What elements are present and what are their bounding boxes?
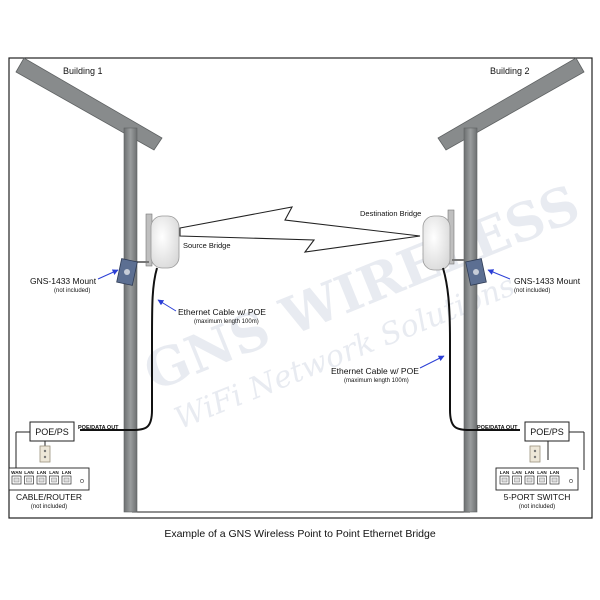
left-cable-label: Ethernet Cable w/ POE	[178, 307, 266, 317]
switch-port-label: LAN	[537, 470, 547, 475]
diagram-caption: Example of a GNS Wireless Point to Point…	[164, 528, 436, 540]
switch-port-1: LAN	[512, 470, 522, 485]
switch-port-0: LAN	[499, 470, 510, 485]
building-1-label: Building 1	[63, 66, 103, 76]
left-ethernet-cable	[80, 267, 158, 431]
right-cable-note: (maximum length 100m)	[344, 378, 409, 384]
building-2-label: Building 2	[490, 66, 530, 76]
router-box	[8, 467, 90, 491]
building-2-wall	[463, 127, 478, 513]
right-mount-icon	[465, 258, 487, 286]
left-mount-note: (not included)	[54, 288, 90, 294]
router-port-1: LAN	[24, 470, 34, 485]
destination-bridge-antenna	[422, 215, 451, 271]
left-poe-injector: POE/PS POE/DATA OUT	[15, 421, 119, 470]
right-cable-label: Ethernet Cable w/ POE	[331, 366, 419, 376]
right-cable-arrow	[419, 355, 445, 369]
source-bridge: Source Bridge	[137, 213, 231, 269]
building-1-wall	[123, 127, 138, 513]
router-port-label: WAN	[11, 470, 22, 475]
wireless-link-bolt	[179, 206, 421, 253]
left-mount-icon	[116, 258, 138, 286]
right-poe-injector: POE/PS POE/DATA OUT	[477, 421, 585, 470]
left-mount-arrow	[97, 269, 119, 280]
switch-port-2: LAN	[524, 470, 535, 485]
right-power-outlet-icon	[529, 445, 541, 463]
destination-bridge: Destination Bridge	[360, 209, 464, 271]
source-bridge-label: Source Bridge	[183, 241, 231, 250]
switch-port-4: LAN	[549, 470, 560, 485]
right-ethernet-cable	[442, 267, 520, 431]
right-mount-arrow	[487, 269, 511, 280]
left-poe-label: POE/PS	[35, 427, 69, 437]
right-mount-note: (not included)	[514, 288, 550, 294]
router-port-2: LAN	[36, 470, 47, 485]
router-port-label: LAN	[49, 470, 59, 475]
left-power-outlet-icon	[39, 445, 51, 463]
router-port-0: WAN	[11, 470, 23, 485]
building-2: Building 2	[437, 57, 585, 513]
switch-box	[495, 467, 579, 491]
router-note: (not included)	[31, 504, 67, 510]
router-port-label: LAN	[24, 470, 34, 475]
destination-bridge-label: Destination Bridge	[360, 209, 421, 218]
switch-port-label: LAN	[525, 470, 535, 475]
right-poe-label: POE/PS	[530, 427, 564, 437]
building-1: Building 1	[15, 57, 163, 513]
diagram-frame	[8, 57, 593, 519]
switch-port-label: LAN	[550, 470, 560, 475]
router-label: CABLE/ROUTER	[16, 492, 82, 502]
switch-note: (not included)	[519, 504, 555, 510]
router-port-label: LAN	[37, 470, 47, 475]
building-1-roof	[15, 57, 163, 151]
right-poe-port-label: POE/DATA OUT	[477, 425, 518, 431]
building-2-roof	[437, 57, 585, 151]
source-bridge-antenna	[150, 215, 180, 269]
switch-label: 5-PORT SWITCH	[504, 492, 571, 502]
left-mount-label: GNS-1433 Mount	[30, 276, 97, 286]
router-port-3: LAN	[49, 470, 59, 485]
switch-port-label: LAN	[500, 470, 510, 475]
router-port-label: LAN	[62, 470, 72, 475]
right-mount-label: GNS-1433 Mount	[514, 276, 581, 286]
left-poe-port-label: POE/DATA OUT	[78, 425, 119, 431]
switch-port-3: LAN	[537, 470, 547, 485]
left-cable-note: (maximum length 100m)	[194, 319, 259, 325]
router-port-4: LAN	[61, 470, 72, 485]
left-cable-arrow	[157, 299, 177, 312]
switch-port-label: LAN	[512, 470, 522, 475]
